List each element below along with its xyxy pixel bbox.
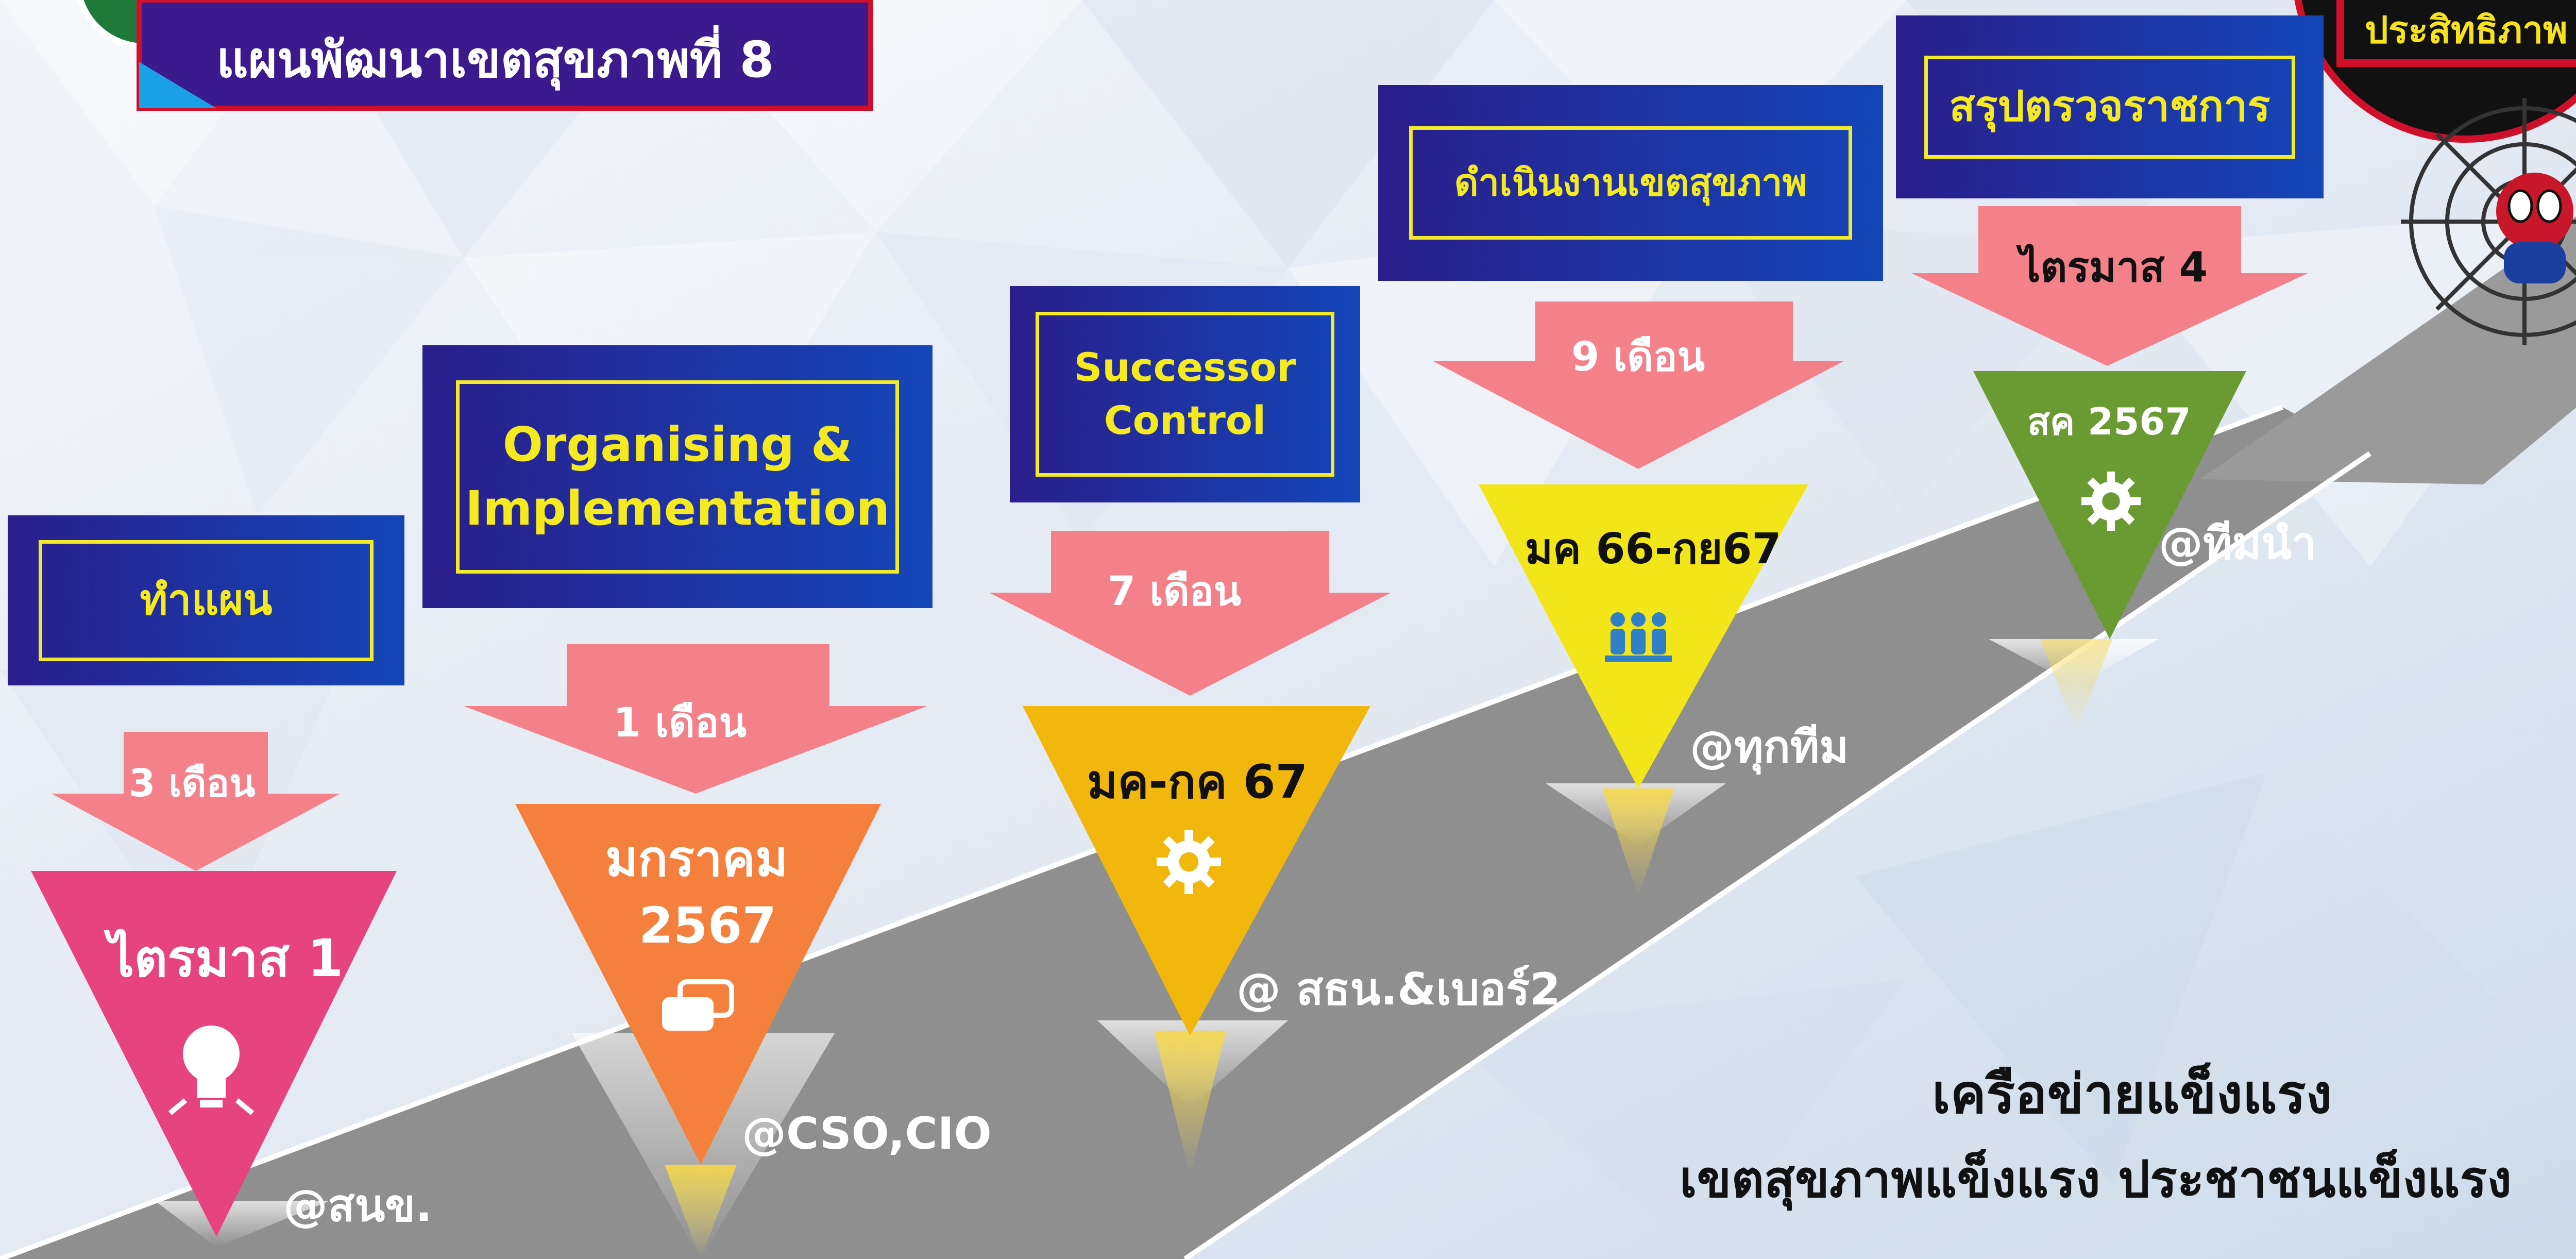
road-edge — [1183, 451, 2371, 1259]
period-label: 2567 — [639, 897, 777, 954]
arrow-3 — [989, 531, 1391, 696]
road-upper — [2200, 216, 2576, 484]
arrow-2 — [464, 644, 927, 794]
stage-heading-line: Implementation — [465, 481, 890, 536]
stage-label-frame: ดำเนินงานเขตสุขภาพ — [1409, 126, 1852, 240]
stage-heading: ดำเนินงานเขตสุขภาพ — [1454, 161, 1807, 205]
stage-heading: สรุปตรวจราชการ — [1949, 82, 2270, 131]
header-bar — [137, 0, 873, 111]
owner-label: @สนข. — [283, 1180, 432, 1232]
period-label: มค-กค 67 — [1087, 755, 1308, 809]
duration-label: 1 เดือน — [613, 700, 747, 746]
lightbulb-icon — [168, 1026, 255, 1115]
period-label: ไตรมาส 1 — [108, 928, 344, 988]
arrow-4 — [1432, 301, 1844, 469]
slogan-line: เขตสุขภาพแข็งแรง ประชาชนแข็งแรง — [1680, 1150, 2512, 1209]
stage-heading-line: Successor — [1074, 344, 1296, 391]
stage-label-frame: Organising & Implementation — [456, 380, 899, 574]
spotlight-glow — [2040, 639, 2112, 732]
stage-label-frame: สรุปตรวจราชการ — [1924, 55, 2295, 159]
arrow-5 — [1911, 206, 2308, 366]
spotlight-glow — [665, 1165, 737, 1259]
gear-icon — [1157, 830, 1221, 894]
stage-label-5: สรุปตรวจราชการ — [1896, 15, 2324, 198]
stage-heading-line: Control — [1104, 397, 1266, 443]
spotlight-glow — [1154, 1031, 1226, 1175]
stage-label-4: ดำเนินงานเขตสุขภาพ — [1378, 85, 1883, 281]
duration-label: 3 เดือน — [129, 761, 256, 805]
stage-label-1: ทำแผน — [8, 515, 404, 685]
stage-label-2: Organising & Implementation — [422, 345, 933, 608]
period-label: มค 66-กย67 — [1525, 525, 1782, 574]
badge-inner — [2344, 0, 2576, 59]
owner-label: @CSO,CIO — [742, 1108, 992, 1160]
page-title: แผนพัฒนาเขตสุขภาพที่ 8 — [216, 31, 774, 89]
duration-arrows — [52, 206, 2308, 871]
stage-heading-line: Organising & — [502, 416, 853, 472]
spotlight — [155, 1201, 330, 1247]
owner-label: @ทุกทีม — [1690, 721, 1849, 773]
slogan-line: เครือข่ายแข็งแรง — [1932, 1063, 2332, 1126]
duration-label: ไตรมาส 4 — [2020, 243, 2208, 291]
stage-heading: ทำแผน — [140, 575, 273, 625]
team-icon — [1605, 612, 1672, 662]
header-accent — [139, 62, 216, 108]
spotlight-glow — [1602, 788, 1674, 897]
arrow-1 — [52, 732, 340, 871]
spider-mascot-icon — [2496, 173, 2573, 283]
duration-label: 9 เดือน — [1571, 334, 1705, 380]
period-label: สค 2567 — [2027, 400, 2191, 443]
owner-label: @ทีมนำ — [2159, 518, 2317, 569]
stage-label-frame: ทำแผน — [39, 540, 374, 661]
chat-bubbles-icon — [662, 979, 734, 1031]
stage-label-3: Successor Control — [1010, 286, 1360, 502]
stage-label-frame: Successor Control — [1036, 312, 1334, 477]
owner-label: @ สธน.&เบอร์2 — [1236, 964, 1561, 1015]
period-label: มกราคม — [605, 830, 788, 887]
badge-text: ประสิทธิภาพ — [2365, 8, 2568, 52]
gear-icon — [2081, 472, 2141, 531]
duration-label: 7 เดือน — [1108, 568, 1241, 615]
